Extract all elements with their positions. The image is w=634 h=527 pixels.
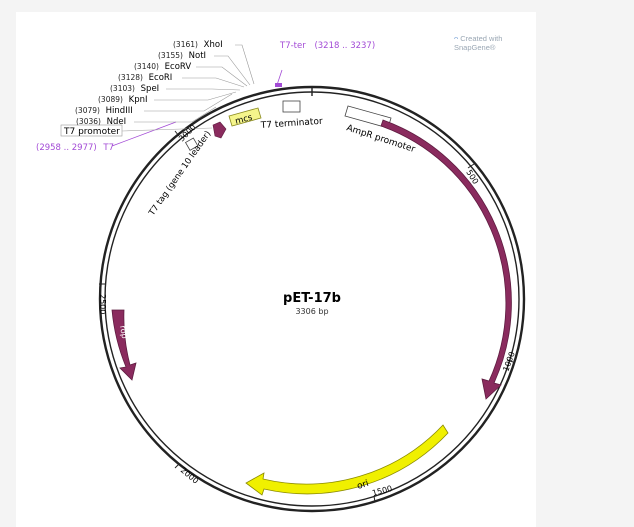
t7-promoter-leader: [121, 127, 213, 132]
t7-promoter-label: T7 promoter: [63, 127, 120, 137]
t7-promoter-feature[interactable]: [212, 121, 227, 139]
t7-primer-label: (2958 .. 2977) T7: [36, 143, 114, 153]
ampr-label: AmpR: [474, 227, 493, 256]
site-position: (3161): [173, 40, 198, 49]
site-name: HindIII: [106, 106, 133, 116]
ampr-promoter-label: AmpR promoter: [345, 123, 416, 155]
site-position: (3036): [76, 117, 101, 126]
svg-text:(3140) EcoRV: (3140) EcoRV: [134, 62, 191, 72]
site-name: SpeI: [141, 84, 160, 94]
mcs-feature[interactable]: [228, 107, 262, 127]
site-name: EcoRV: [165, 62, 192, 72]
t7-terminator-feature[interactable]: [282, 100, 301, 113]
site-position: (3079): [75, 106, 100, 115]
plasmid-size: 3306 bp: [295, 307, 328, 316]
ori-label: ori: [356, 479, 370, 492]
backbone-outer: [98, 85, 526, 513]
credit-text: Created with SnapGene®: [454, 34, 503, 52]
mcs-label: mcs: [234, 113, 254, 127]
restriction-sites: (3161) XhoI (3155) NotI (3140) EcoRV: [75, 40, 255, 127]
rop-label: rop: [118, 325, 129, 339]
svg-text:(3155) NotI: (3155) NotI: [158, 51, 206, 61]
site-name: XhoI: [204, 40, 223, 50]
t7-tag-feature[interactable]: [184, 137, 199, 151]
site-spei[interactable]: (3103) SpeI: [110, 84, 241, 94]
svg-text:(3161) XhoI: (3161) XhoI: [173, 40, 223, 50]
ori-feature[interactable]: [245, 424, 449, 496]
tick-label-2500: 2500: [98, 294, 107, 314]
site-xhoi[interactable]: (3161) XhoI: [173, 40, 255, 85]
plasmid-map: AmpR promoter AmpR ori rop mcs T7 termin…: [36, 40, 526, 513]
site-position: (3089): [98, 95, 123, 104]
map-canvas: ᴖ Created with SnapGene® AmpR promoter A…: [16, 12, 536, 527]
t7-terminator-label: T7 terminator: [260, 117, 324, 131]
tick-label-2000: 2000: [179, 466, 200, 486]
svg-text:(3089) KpnI: (3089) KpnI: [98, 95, 148, 105]
site-position: (3103): [110, 84, 135, 93]
site-name: EcoRI: [149, 73, 173, 83]
site-ecorv[interactable]: (3140) EcoRV: [134, 62, 248, 87]
svg-text:(3079) HindIII: (3079) HindIII: [75, 106, 133, 116]
site-position: (3128): [118, 73, 143, 82]
site-name: NotI: [189, 51, 206, 61]
site-noti[interactable]: (3155) NotI: [158, 51, 251, 86]
site-ndei[interactable]: (3036) NdeI: [76, 106, 217, 127]
site-position: (3155): [158, 51, 183, 60]
site-name: NdeI: [107, 117, 127, 127]
t7-promoter-label-box: [60, 124, 123, 137]
plasmid-name: pET-17b: [283, 291, 341, 306]
site-kpni[interactable]: (3089) KpnI: [98, 91, 237, 105]
t7ter-primer-label: T7-ter (3218 .. 3237): [279, 41, 375, 51]
t7ter-primer-leader: [276, 69, 283, 86]
site-position: (3140): [134, 62, 159, 71]
svg-text:(3103) SpeI: (3103) SpeI: [110, 84, 159, 94]
t7-tag-label: T7 tag (gene 10 leader): [147, 129, 214, 218]
rop-feature[interactable]: [111, 309, 137, 381]
site-hindiii[interactable]: (3079) HindIII: [75, 93, 233, 116]
site-ecori[interactable]: (3128) EcoRI: [118, 73, 245, 88]
svg-text:(3036) NdeI: (3036) NdeI: [76, 117, 126, 127]
snapgene-logo-icon: ᴖ: [454, 34, 459, 43]
t7-primer-range: (2958 .. 2977): [36, 143, 97, 153]
ampr-feature[interactable]: [380, 119, 512, 400]
site-name: KpnI: [129, 95, 148, 105]
snapgene-credit: ᴖ Created with SnapGene®: [454, 34, 536, 52]
t7-primer-name: T7: [102, 143, 114, 153]
svg-text:(3128) EcoRI: (3128) EcoRI: [118, 73, 172, 83]
t7ter-primer-name: T7-ter: [279, 41, 306, 51]
t7ter-primer-range: (3218 .. 3237): [314, 41, 375, 51]
t7ter-primer-mark[interactable]: [275, 83, 282, 87]
t7-primer-leader: [111, 121, 177, 147]
